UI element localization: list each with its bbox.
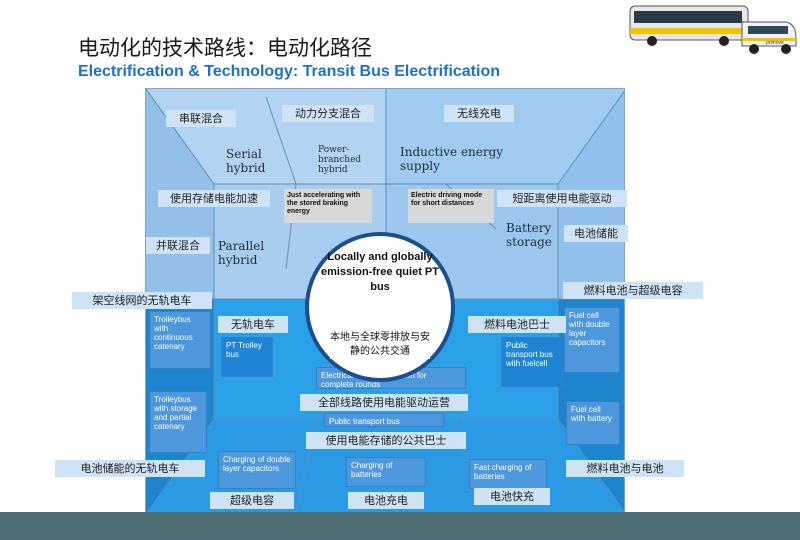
center-text: Locally and globally emission-free quiet… xyxy=(321,251,439,293)
fuelcell-double-layer-box: Fuel cell with double layer capacitors xyxy=(564,307,620,373)
just-accelerating-box: Just accelerating with the stored brakin… xyxy=(284,189,372,223)
label-battery-storage-zh: 电池储能 xyxy=(564,225,628,242)
label-trolley-catenary-zh: 架空线网的无轨电车 xyxy=(72,292,212,309)
label-power-branched-zh: 动力分支混合 xyxy=(282,105,374,122)
battery-storage-text: Battery storage xyxy=(506,221,552,249)
page-title-chinese: 电动化的技术路线：电动化路径 xyxy=(78,36,372,60)
label-inductive-zh: 无线充电 xyxy=(444,105,514,122)
fuelcell-battery-box: Fuel cell with battery xyxy=(566,401,620,445)
label-battery-trolley-zh: 电池储能的无轨电车 xyxy=(55,460,205,477)
page-title-english: Electrification & Technology: Transit Bu… xyxy=(78,63,500,80)
bottom-band xyxy=(0,512,800,540)
label-short-distance-zh: 短距离使用电能驱动 xyxy=(497,190,627,207)
label-fc-supercap-zh: 燃料电池与超级电容 xyxy=(563,282,703,299)
charging-double-layer-box: Charging of double layer capacitors xyxy=(218,451,296,489)
power-branched-hybrid-text: Power-branched hybrid xyxy=(318,145,362,175)
label-storage-bus-zh: 使用电能存储的公共巴士 xyxy=(306,432,466,449)
inductive-energy-supply-text: Inductive energy supply xyxy=(400,145,504,173)
pt-trolley-bus-box: PT Trolley bus xyxy=(221,337,273,377)
label-parallel-hybrid-zh: 并联混合 xyxy=(146,237,210,254)
label-fc-battery-zh: 燃料电池与电池 xyxy=(566,460,684,477)
trolleybus-storage-box: Trolleybus with storage and partial cate… xyxy=(149,391,207,453)
public-transport-fuelcell-box: Public transport bus with fuelcell xyxy=(501,337,563,387)
bus-brand-text: primove xyxy=(766,40,784,46)
label-serial-hybrid-zh: 串联混合 xyxy=(166,110,236,127)
label-battery-charge-zh: 电池充电 xyxy=(348,492,424,509)
public-transport-bus-box: Public transport bus xyxy=(324,413,444,427)
label-trolley-bus-zh: 无轨电车 xyxy=(218,316,288,333)
trolleybus-catenary-box: Trolleybus with continuous catenary xyxy=(149,311,211,369)
serial-hybrid-text: Serial hybrid xyxy=(226,147,266,175)
label-fc-bus-zh: 燃料电池巴士 xyxy=(468,316,566,333)
bus-image: primove xyxy=(620,0,800,62)
fast-charging-box: Fast charging of batteries xyxy=(469,459,547,489)
label-full-route-zh: 全部线路使用电能驱动运营 xyxy=(300,394,468,411)
charging-batteries-box: Charging of batteries xyxy=(346,457,426,487)
label-fast-charge-zh: 电池快充 xyxy=(474,488,550,505)
electric-driving-short-box: Electric driving mode for short distance… xyxy=(408,189,494,223)
label-supercap-zh: 超级电容 xyxy=(210,492,294,509)
parallel-hybrid-text: Parallel hybrid xyxy=(218,239,265,267)
label-stored-accel-zh: 使用存储电能加速 xyxy=(158,190,270,207)
center-text-chinese: 本地与全球零排放与安静的公共交通 xyxy=(330,331,430,359)
